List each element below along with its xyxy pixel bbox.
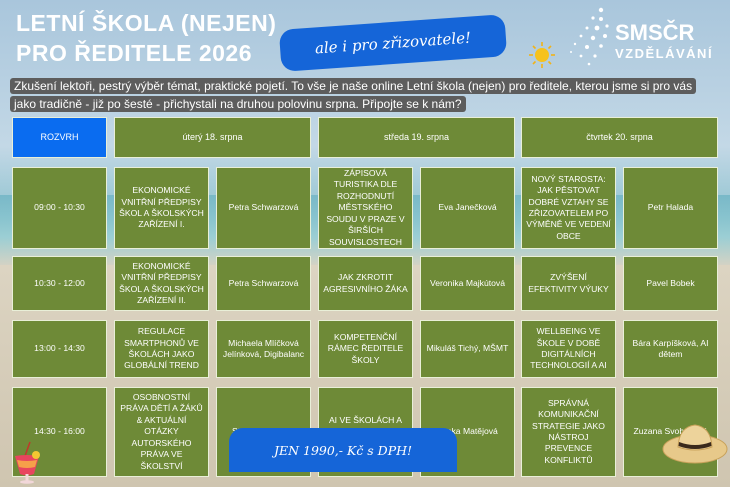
schedule-corner: ROZVRH xyxy=(12,117,107,158)
price-badge: JEN 1990,- Kč s DPH! xyxy=(229,428,457,472)
session-lecturer: Eva Janečková xyxy=(420,167,515,249)
session-lecturer: Petra Schwarzová xyxy=(216,256,311,311)
session-lecturer: Veronika Majkútová xyxy=(420,256,515,311)
title-line-2: PRO ŘEDITELE 2026 xyxy=(16,40,253,66)
session-topic: EKONOMICKÉ VNITŘNÍ PŘEDPISY ŠKOL A ŠKOLS… xyxy=(114,256,209,311)
page-title: LETNÍ ŠKOLA (NEJEN) PRO ŘEDITELE 2026 xyxy=(16,8,276,68)
title-line-1: LETNÍ ŠKOLA (NEJEN) xyxy=(16,10,277,36)
session-topic: NOVÝ STAROSTA: JAK PĚSTOVAT DOBRÉ VZTAHY… xyxy=(521,167,616,249)
straw-hat-icon xyxy=(662,424,728,464)
cocktail-icon xyxy=(15,441,40,484)
time-slot: 13:00 - 14:30 xyxy=(12,320,107,378)
session-topic: SPRÁVNÁ KOMUNIKAČNÍ STRATEGIE JAKO NÁSTR… xyxy=(521,387,616,477)
session-topic: KOMPETENČNÍ RÁMEC ŘEDITELE ŠKOLY xyxy=(318,320,413,378)
session-topic: OSOBNOSTNÍ PRÁVA DĚTÍ A ŽÁKŮ & AKTUÁLNÍ … xyxy=(114,387,209,477)
intro-text: Zkušení lektoři, pestrý výběr témat, pra… xyxy=(10,77,710,113)
session-lecturer: Bára Karpíšková, AI dětem xyxy=(623,320,718,378)
session-topic: WELLBEING VE ŠKOLE V DOBĚ DIGITÁLNÍCH TE… xyxy=(521,320,616,378)
session-topic: ZVÝŠENÍ EFEKTIVITY VÝUKY xyxy=(521,256,616,311)
session-topic: EKONOMICKÉ VNITŘNÍ PŘEDPISY ŠKOL A ŠKOLS… xyxy=(114,167,209,249)
session-lecturer: Pavel Bobek xyxy=(623,256,718,311)
time-slot: 10:30 - 12:00 xyxy=(12,256,107,311)
session-topic: JAK ZKROTIT AGRESIVNÍHO ŽÁKA xyxy=(318,256,413,311)
day-header: středa 19. srpna xyxy=(318,117,515,158)
session-lecturer: Michaela Mlíčková Jelínková, Digibalanc xyxy=(216,320,311,378)
logo-subtext: VZDĚLÁVÁNÍ xyxy=(615,46,714,61)
intro-paragraph: Zkušení lektoři, pestrý výběr témat, pra… xyxy=(10,78,697,112)
day-header: úterý 18. srpna xyxy=(114,117,311,158)
session-lecturer: Petra Schwarzová xyxy=(216,167,311,249)
smscr-logo: SMSČR VZDĚLÁVÁNÍ xyxy=(567,6,727,68)
day-header: čtvrtek 20. srpna xyxy=(521,117,718,158)
session-topic: ZÁPISOVÁ TURISTIKA DLE ROZHODNUTÍ MĚSTSK… xyxy=(318,167,413,249)
time-slot: 09:00 - 10:30 xyxy=(12,167,107,249)
session-lecturer: Petr Halada xyxy=(623,167,718,249)
session-lecturer: Mikuláš Tichý, MŠMT xyxy=(420,320,515,378)
session-topic: REGULACE SMARTPHONŮ VE ŠKOLÁCH JAKO GLOB… xyxy=(114,320,209,378)
logo-text: SMSČR xyxy=(615,20,695,45)
logo-dots-icon xyxy=(570,7,609,66)
sun-icon xyxy=(529,42,555,68)
